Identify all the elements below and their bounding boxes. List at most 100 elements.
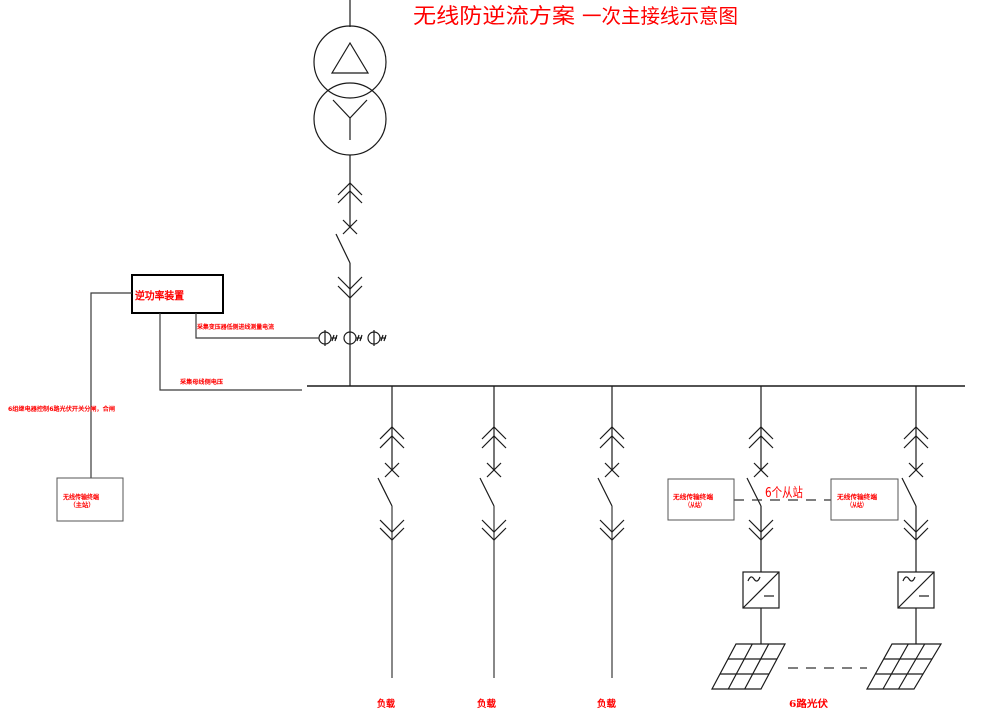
- reverse-power-device-label: 逆功率装置: [135, 289, 184, 302]
- chevron-stroke: [379, 435, 405, 449]
- chevron-stroke: [481, 527, 507, 541]
- chevron-stroke: [481, 435, 507, 449]
- current-transformer-icon: [318, 330, 338, 346]
- circuit-breaker-icon: [342, 219, 358, 235]
- upper-isolating-contact-icon: [599, 426, 625, 449]
- slave-wireless-terminal-1: 无线传输终端 （从站）: [667, 478, 735, 521]
- pv-grid-col: [897, 643, 926, 690]
- main-incoming-bay: [335, 155, 363, 386]
- breaker-cross-stroke: [384, 462, 400, 478]
- switch-blade-icon: [746, 477, 762, 507]
- reverse-power-device-box: [131, 274, 224, 314]
- dc-ac-inverter-icon: [742, 571, 780, 609]
- upper-isolating-contact-icon: [481, 426, 507, 449]
- pv-grid-col: [882, 643, 909, 690]
- master-terminal-role: （主站）: [70, 500, 95, 509]
- slave-wireless-terminal-2: 无线传输终端 （从站）: [830, 478, 899, 521]
- switch-blade-icon: [377, 477, 393, 507]
- circuit-breaker-icon: [908, 462, 924, 478]
- chevron-stroke: [481, 426, 507, 440]
- chevron-stroke: [599, 426, 625, 440]
- chevron-stroke: [599, 435, 625, 449]
- slave-terminal-box: [830, 478, 899, 521]
- master-terminal-title: 无线传输终端: [62, 492, 100, 501]
- lower-isolating-contact-icon: [337, 276, 363, 299]
- ct-current-annotation: 采集变压器低侧进线测量电流: [196, 323, 275, 331]
- circuit-breaker-icon: [753, 462, 769, 478]
- chevron-stroke: [379, 519, 405, 533]
- ac-wave-icon: [902, 576, 916, 582]
- chevron-stroke: [748, 519, 774, 533]
- transformer-primary-winding: [313, 25, 387, 99]
- diagram-title-sub: 一次主接线示意图: [582, 4, 738, 28]
- diagram-title-main: 无线防逆流方案: [413, 4, 575, 28]
- circuit-breaker-icon: [384, 462, 400, 478]
- upper-isolating-contact-icon: [337, 182, 363, 204]
- lower-isolating-contact-icon: [379, 519, 405, 541]
- pv-panel-icon: [865, 643, 943, 690]
- ct-hatch: [334, 334, 338, 342]
- dc-ac-inverter-icon: [897, 571, 935, 609]
- chevron-stroke: [337, 182, 363, 196]
- lower-isolating-contact-icon: [481, 519, 507, 541]
- load-feeder-2: [479, 386, 507, 678]
- slave-terminal-box: [667, 478, 735, 521]
- chevron-stroke: [379, 527, 405, 541]
- relay-control-wire: [90, 292, 132, 478]
- slave-terminal-title: 无线传输终端: [836, 492, 878, 501]
- master-wireless-terminal: 无线传输终端 （主站）: [56, 477, 124, 522]
- breaker-cross-stroke: [908, 462, 924, 478]
- ct-hatch: [359, 334, 363, 342]
- delta-wye-transformer-icon: [313, 0, 387, 156]
- slave-terminal-title: 无线传输终端: [672, 492, 714, 501]
- chevron-stroke: [337, 190, 363, 204]
- lower-isolating-contact-icon: [748, 519, 774, 541]
- inverter-diagonal: [897, 571, 935, 609]
- switch-blade-icon: [335, 233, 351, 264]
- relay-control-annotation: 6组继电器控制6路光伏开关分闸，合闸: [8, 405, 115, 413]
- pv-count-label: 6路光伏: [789, 698, 829, 710]
- chevron-stroke: [903, 426, 929, 440]
- switch-blade-icon: [479, 477, 495, 507]
- circuit-breaker-icon: [486, 462, 502, 478]
- chevron-stroke: [903, 519, 929, 533]
- ct-hatch: [383, 334, 387, 342]
- breaker-cross-stroke: [753, 462, 769, 478]
- switch-blade-icon: [597, 477, 613, 507]
- chevron-stroke: [337, 276, 363, 290]
- ac-wave-icon: [747, 576, 761, 582]
- slave-count-label: 6个从站: [765, 486, 803, 501]
- chevron-stroke: [599, 519, 625, 533]
- pv-feeder-1: [711, 386, 786, 690]
- current-transformer-icon: [367, 330, 387, 346]
- upper-isolating-contact-icon: [903, 426, 929, 449]
- upper-isolating-contact-icon: [748, 426, 774, 449]
- slave-terminal-role: （从站）: [847, 500, 867, 509]
- master-terminal-box: [56, 477, 124, 522]
- breaker-cross-stroke: [342, 219, 358, 235]
- ct-hatch: [356, 334, 360, 342]
- lower-isolating-contact-icon: [599, 519, 625, 541]
- pv-grid-col: [744, 643, 770, 690]
- pv-grid-col: [727, 643, 753, 690]
- lower-isolating-contact-icon: [903, 519, 929, 541]
- load-label-3: 负载: [597, 698, 616, 710]
- switch-blade-icon: [901, 477, 917, 507]
- circuit-breaker-icon: [604, 462, 620, 478]
- chevron-stroke: [599, 527, 625, 541]
- chevron-stroke: [748, 435, 774, 449]
- chevron-stroke: [481, 519, 507, 533]
- chevron-stroke: [903, 435, 929, 449]
- load-label-1: 负载: [377, 698, 395, 710]
- load-feeder-1: [377, 386, 405, 678]
- breaker-cross-stroke: [604, 462, 620, 478]
- bus-voltage-annotation: 采集母线侧电压: [179, 378, 224, 386]
- wye-icon: [332, 99, 368, 119]
- pv-panel-icon: [711, 643, 786, 690]
- load-feeder-3: [597, 386, 625, 678]
- inverter-diagonal: [742, 571, 780, 609]
- slave-terminal-role: （从站）: [685, 500, 705, 509]
- pv-feeder-2: [865, 386, 943, 690]
- load-label-2: 负载: [477, 698, 496, 710]
